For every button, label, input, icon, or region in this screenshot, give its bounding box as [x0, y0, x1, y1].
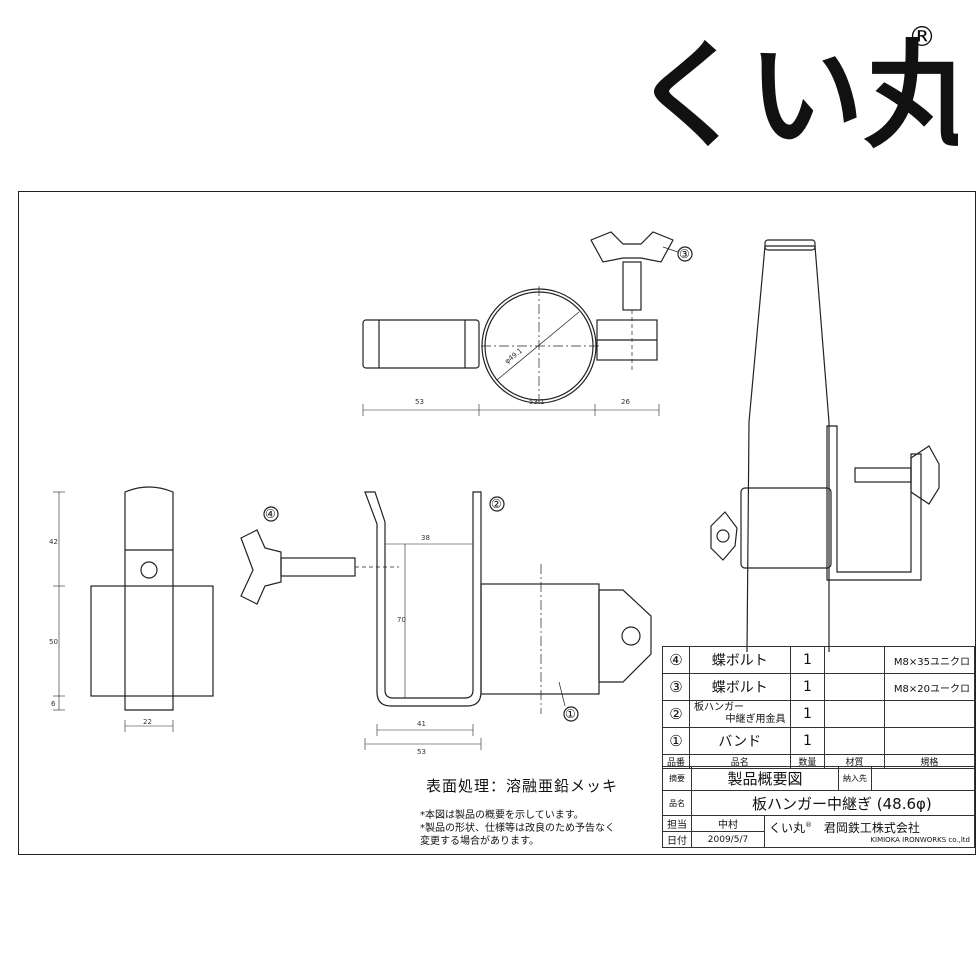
- dim-diameter: φ49.1: [503, 347, 524, 366]
- dim-side-50: 50: [49, 638, 58, 646]
- note-line-2: *製品の形状、仕様等は改良のため予告なく: [420, 823, 615, 834]
- part-spec: [883, 727, 976, 755]
- part-num: ②: [661, 700, 691, 728]
- delivery-value: [871, 766, 975, 791]
- part-spec: M8×20ユークロ: [883, 673, 976, 701]
- company-cell: くい丸® 君岡鉄工株式会社 KIMIOKA IRONWORKS co.,ltd: [764, 815, 975, 848]
- part-material: [824, 700, 885, 728]
- product-name: 板ハンガー中継ぎ (48.6φ): [691, 790, 975, 816]
- product-name-label: 品名: [662, 790, 692, 816]
- dim-side-22: 22: [143, 718, 152, 726]
- technical-drawing: 53 53.1 26 φ49.1 42 50 6 22 38 70 41 53 …: [49, 231, 940, 756]
- charge-value: 中村: [691, 815, 765, 832]
- band-end-top: [362, 319, 480, 369]
- dim-top-53: 53: [415, 398, 424, 406]
- part-name-line1: 板ハンガー: [694, 702, 745, 713]
- brand-logo: くい丸 ®: [628, 18, 978, 164]
- part-spec: [883, 700, 976, 728]
- dim-top-26: 26: [621, 398, 630, 406]
- callout-1: ①: [565, 707, 576, 721]
- isometric-view: [710, 239, 940, 653]
- dim-top-53-1: 53.1: [529, 398, 545, 406]
- hanger-bracket: [364, 491, 482, 707]
- summary-label: 摘要: [662, 766, 692, 791]
- date-label: 日付: [662, 831, 692, 848]
- part-num: ①: [661, 727, 691, 755]
- part-material: [824, 646, 885, 674]
- wing-bolt-4: [240, 529, 282, 605]
- brand-mark: ®: [805, 821, 813, 829]
- part-num: ④: [661, 646, 691, 674]
- dim-side-6: 6: [51, 700, 56, 708]
- company-name: 君岡鉄工株式会社: [823, 821, 920, 835]
- wing-bolt-3: [590, 231, 674, 263]
- dim-front-38: 38: [421, 534, 430, 542]
- note-line-1: *本図は製品の概要を示しています。: [420, 810, 584, 821]
- part-qty: 1: [789, 727, 826, 755]
- part-qty: 1: [789, 646, 826, 674]
- part-qty: 1: [789, 700, 826, 728]
- summary-value: 製品概要図: [691, 766, 839, 791]
- table-row: ② 板ハンガー 中継ぎ用金具 1: [661, 700, 976, 728]
- dim-side-42: 42: [49, 538, 58, 546]
- dim-front-41: 41: [417, 720, 426, 728]
- callout-3: ③: [679, 247, 690, 261]
- title-block: 摘要 製品概要図 納入先 品名 板ハンガー中継ぎ (48.6φ) 担当 中村 く…: [662, 766, 975, 848]
- table-row: ① バンド 1: [661, 727, 976, 755]
- front-view: [240, 491, 652, 750]
- delivery-label: 納入先: [838, 766, 872, 791]
- part-name: 蝶ボルト: [689, 673, 791, 701]
- band-body: [480, 583, 600, 695]
- charge-label: 担当: [662, 815, 692, 832]
- part-material: [824, 673, 885, 701]
- logo-text: くい丸: [632, 29, 958, 158]
- part-material: [824, 727, 885, 755]
- part-name: バンド: [689, 727, 791, 755]
- table-row: ④ 蝶ボルト 1 M8×35ユニクロ: [661, 646, 976, 674]
- part-name: 板ハンガー 中継ぎ用金具: [689, 700, 791, 728]
- part-num: ③: [661, 673, 691, 701]
- parts-table: ④ 蝶ボルト 1 M8×35ユニクロ ③ 蝶ボルト 1 M8×20ユークロ ② …: [661, 646, 976, 769]
- part-name: 蝶ボルト: [689, 646, 791, 674]
- table-header: 品番 品名 数量 材質 規格: [661, 754, 976, 769]
- note-line-3: 変更する場合があります。: [420, 836, 539, 847]
- dim-front-70: 70: [397, 616, 406, 624]
- registered-mark: ®: [908, 20, 936, 53]
- drawing-sheet: 53 53.1 26 φ49.1 42 50 6 22 38 70 41 53 …: [18, 191, 976, 855]
- date-value: 2009/5/7: [691, 831, 765, 848]
- part-spec: M8×35ユニクロ: [883, 646, 976, 674]
- part-name-line2: 中継ぎ用金具: [725, 714, 786, 725]
- side-view: [53, 486, 214, 732]
- callout-2: ②: [491, 497, 502, 511]
- top-view: [362, 231, 693, 416]
- company-english: KIMIOKA IRONWORKS co.,ltd: [870, 836, 970, 844]
- surface-treatment: 表面処理：溶融亜鉛メッキ: [426, 777, 619, 795]
- brand-name: くい丸: [769, 821, 806, 835]
- callout-4: ④: [265, 507, 276, 521]
- dim-front-53: 53: [417, 748, 426, 756]
- part-qty: 1: [789, 673, 826, 701]
- table-row: ③ 蝶ボルト 1 M8×20ユークロ: [661, 673, 976, 701]
